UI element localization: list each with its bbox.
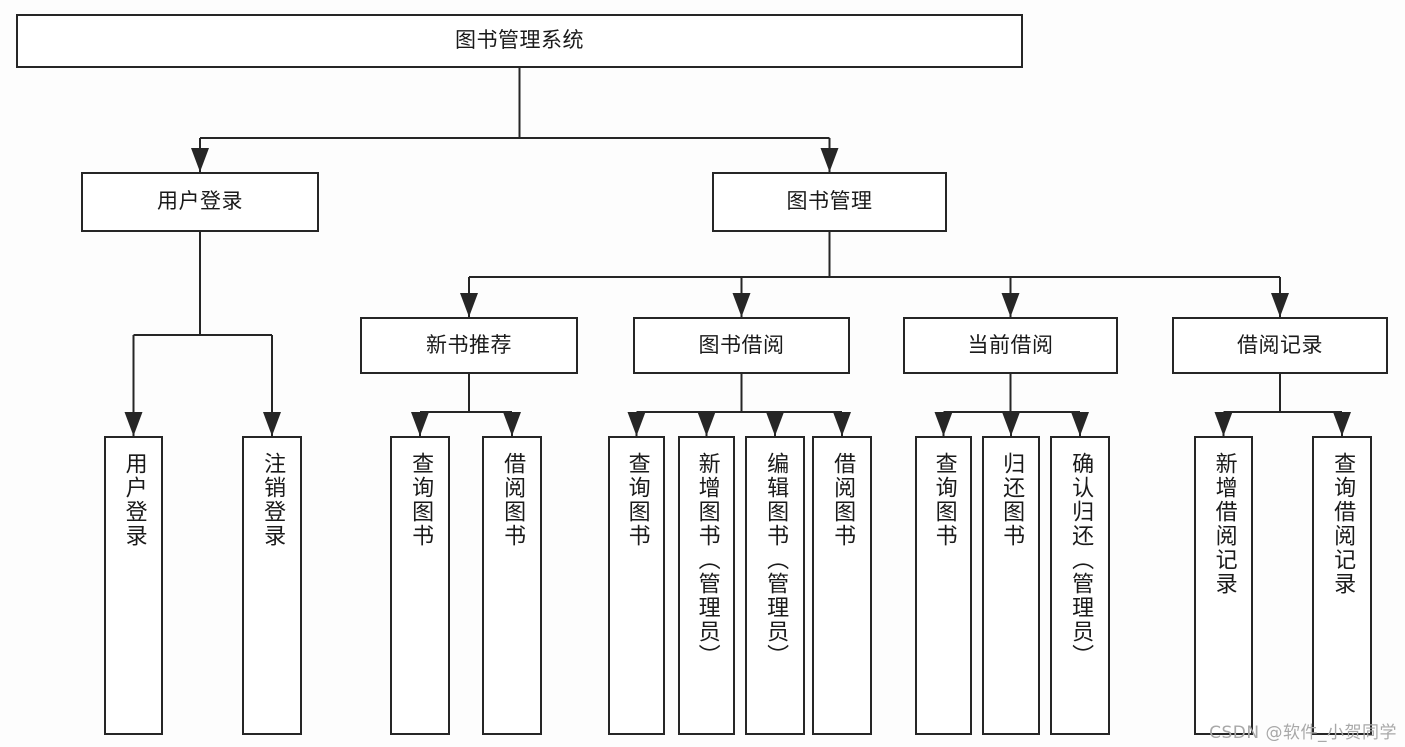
- csdn-watermark: CSDN @软件_小贺同学: [1209, 723, 1397, 743]
- node-current-borrow-label: 当前借阅: [967, 332, 1054, 357]
- leaf-query-book-recommend-label: 查询图书: [408, 452, 434, 548]
- leaf-query-borrow-record-label: 查询借阅记录: [1330, 452, 1356, 596]
- leaf-logout[interactable]: 注销登录: [242, 436, 302, 735]
- leaf-borrow-book-recommend[interactable]: 借阅图书: [482, 436, 542, 735]
- node-current-borrow[interactable]: 当前借阅: [903, 317, 1118, 374]
- leaf-query-book-borrow-label: 查询图书: [624, 452, 650, 548]
- leaf-add-book-label: 新增图书（管理员）: [694, 452, 720, 668]
- node-new-book-recommend[interactable]: 新书推荐: [360, 317, 578, 374]
- node-user-login[interactable]: 用户登录: [81, 172, 319, 232]
- node-user-login-label: 用户登录: [157, 189, 243, 214]
- node-book-manage[interactable]: 图书管理: [712, 172, 947, 232]
- leaf-borrow-book-recommend-label: 借阅图书: [500, 452, 526, 548]
- leaf-query-borrow-record[interactable]: 查询借阅记录: [1312, 436, 1372, 735]
- leaf-confirm-return-label: 确认归还（管理员）: [1068, 452, 1094, 668]
- leaf-query-book-current[interactable]: 查询图书: [915, 436, 972, 735]
- leaf-user-login-label: 用户登录: [121, 452, 147, 548]
- node-book-borrow-label: 图书借阅: [698, 332, 785, 357]
- node-book-borrow[interactable]: 图书借阅: [633, 317, 850, 374]
- leaf-borrow-book[interactable]: 借阅图书: [812, 436, 872, 735]
- leaf-edit-book-label: 编辑图书（管理员）: [763, 452, 789, 668]
- leaf-user-login[interactable]: 用户登录: [104, 436, 163, 735]
- leaf-confirm-return[interactable]: 确认归还（管理员）: [1050, 436, 1110, 735]
- leaf-borrow-book-label: 借阅图书: [830, 452, 856, 548]
- leaf-add-borrow-record-label: 新增借阅记录: [1211, 452, 1237, 596]
- leaf-return-book[interactable]: 归还图书: [982, 436, 1040, 735]
- leaf-query-book-borrow[interactable]: 查询图书: [608, 436, 665, 735]
- leaf-add-borrow-record[interactable]: 新增借阅记录: [1194, 436, 1253, 735]
- node-new-book-recommend-label: 新书推荐: [426, 332, 512, 357]
- node-book-manage-label: 图书管理: [786, 189, 873, 214]
- node-root-label: 图书管理系统: [455, 28, 584, 53]
- node-borrow-record[interactable]: 借阅记录: [1172, 317, 1388, 374]
- leaf-return-book-label: 归还图书: [999, 452, 1025, 548]
- leaf-query-book-recommend[interactable]: 查询图书: [390, 436, 450, 735]
- leaf-add-book[interactable]: 新增图书（管理员）: [678, 436, 735, 735]
- leaf-query-book-current-label: 查询图书: [931, 452, 957, 548]
- leaf-edit-book[interactable]: 编辑图书（管理员）: [745, 436, 805, 735]
- leaf-logout-label: 注销登录: [260, 452, 286, 548]
- node-borrow-record-label: 借阅记录: [1237, 332, 1323, 357]
- node-root[interactable]: 图书管理系统: [16, 14, 1023, 68]
